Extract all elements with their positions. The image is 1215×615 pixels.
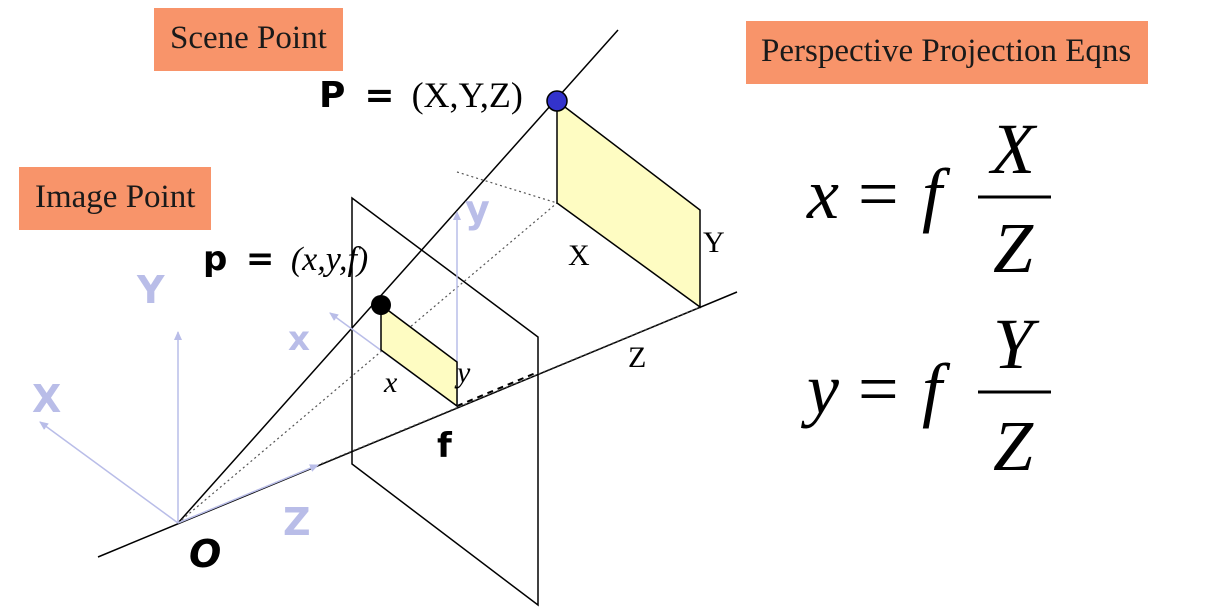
image-point-coords: (x,y,f) [291,241,368,278]
scene-axis-y-label: Y [703,226,725,259]
image-point-symbol: p [203,239,227,279]
scene-projection-rect [556,99,701,309]
camera-label-x-image: x [288,319,310,359]
origin-label: O [189,532,221,576]
camera-label-Y: Y [136,268,165,312]
image-point-equals: = [246,239,275,279]
camera-axis-x [39,421,179,524]
camera-axis-z [177,464,319,524]
dotted-ray-z [177,306,701,524]
camera-label-X: X [32,377,61,421]
equation-y: y = f Y Z [800,304,1051,486]
scene-point-coords: (X,Y,Z) [412,75,523,115]
equation-y-eq: = [858,349,899,429]
scene-point-equation: P = (X,Y,Z) [319,75,523,116]
equation-x: x = f X Z [806,109,1051,288]
equations-title-label: Perspective Projection Eqns [746,21,1149,84]
equation-y-lhs: y [800,349,839,429]
equation-y-f: f [922,349,951,429]
camera-label-Z: Z [283,500,311,544]
image-point-label: Image Point [19,167,212,230]
equation-x-f: f [922,154,951,234]
optical-axis-line [97,291,738,558]
projection-ray [177,29,619,524]
scene-point-dot [546,90,568,112]
equation-x-lhs: x [806,154,839,234]
scene-axis-x-label: X [568,239,590,272]
image-plane [351,196,539,607]
image-point-dot [371,295,391,315]
axis-dashed-segment [456,371,539,407]
equation-x-numerator: X [988,109,1038,189]
camera-label-y-image: y [465,187,490,231]
scene-point-equals: = [364,75,394,116]
equation-x-eq: = [858,154,899,234]
image-projection-rect [380,303,458,408]
equation-y-denominator: Z [993,406,1034,486]
image-axis-y-label: y [454,356,471,389]
equation-y-numerator: Y [993,304,1040,384]
image-axis-x-label: x [383,366,398,399]
scene-point-label: Scene Point [154,8,343,71]
scene-point-symbol: P [319,75,345,116]
equation-x-denominator: Z [993,208,1034,288]
scene-axis-z-label: Z [628,341,646,374]
focal-length-label: f [437,426,453,466]
image-point-equation: p = (x,y,f) [203,239,368,279]
